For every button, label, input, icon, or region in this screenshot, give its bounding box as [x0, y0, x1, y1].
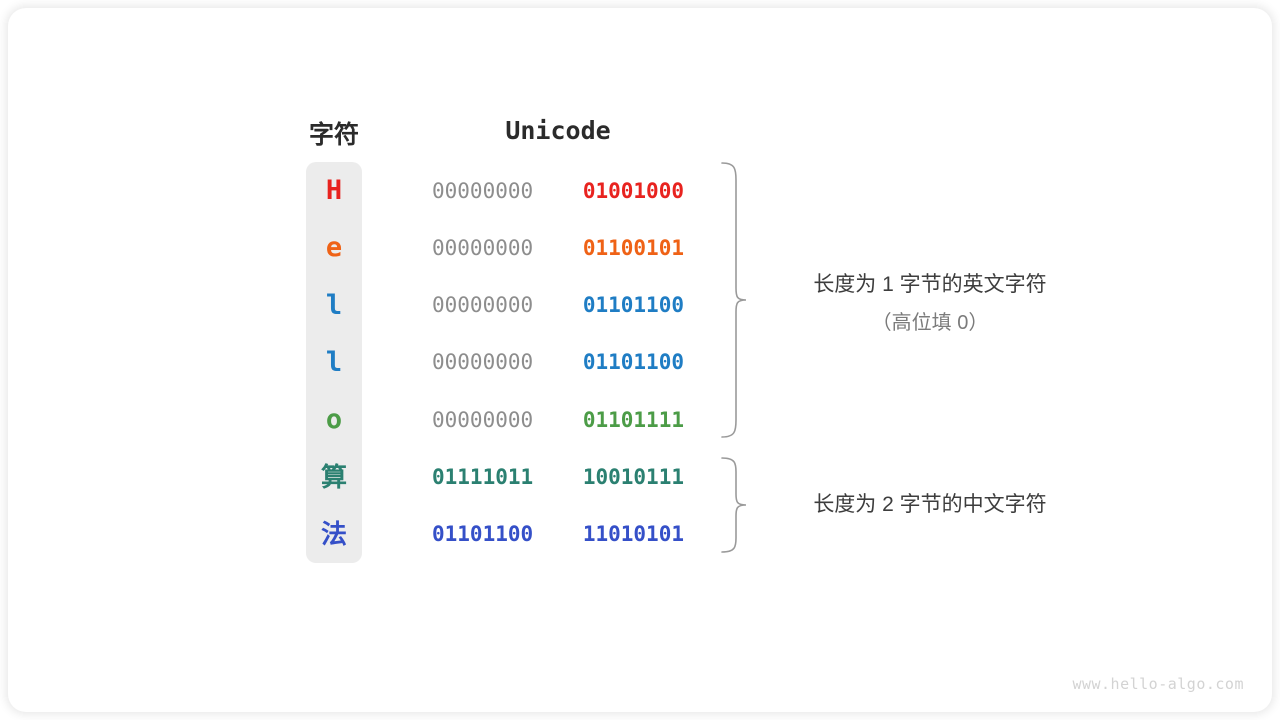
annotation-one-byte: 长度为 1 字节的英文字符 （高位填 0）: [760, 268, 1100, 335]
low-byte: 11010101: [582, 522, 684, 547]
low-byte: 01100101: [582, 235, 684, 260]
high-byte: 00000000: [432, 350, 534, 375]
low-byte: 01001000: [582, 178, 684, 203]
binary-row: 00000000 01100101: [432, 219, 684, 276]
annotation-one-byte-main: 长度为 1 字节的英文字符: [813, 273, 1047, 296]
annotation-two-byte: 长度为 2 字节的中文字符: [760, 488, 1100, 518]
character-column: [306, 162, 362, 563]
low-byte: 01101100: [582, 350, 684, 375]
character-cell: 算: [320, 462, 347, 492]
low-byte: 01101100: [582, 293, 684, 318]
character-cell: l: [325, 289, 343, 321]
annotation-one-byte-sub: （高位填 0）: [871, 312, 989, 334]
annotation-two-byte-main: 长度为 2 字节的中文字符: [813, 493, 1047, 516]
binary-row: 00000000 01101111: [432, 391, 684, 448]
binary-row: 01111011 10010111: [432, 449, 684, 506]
binary-row: 00000000 01101100: [432, 277, 684, 334]
character-cell: l: [325, 346, 343, 378]
high-byte: 00000000: [432, 178, 534, 203]
column-header-character: 字符: [308, 121, 359, 149]
grouping-braces: [721, 162, 747, 553]
content-card: [8, 8, 1272, 712]
column-header-unicode: Unicode: [505, 116, 611, 145]
high-byte: 00000000: [432, 293, 534, 318]
character-cell: e: [325, 232, 343, 264]
high-byte: 00000000: [432, 235, 534, 260]
character-cell: o: [325, 404, 343, 436]
watermark: www.hello-algo.com: [1072, 675, 1244, 693]
high-byte: 01101100: [432, 522, 534, 547]
low-byte: 10010111: [582, 465, 684, 489]
high-byte: 01111011: [432, 465, 534, 489]
binary-row: 00000000 01101100: [432, 334, 684, 391]
binary-row: 00000000 01001000: [432, 162, 684, 219]
low-byte: 01101111: [582, 407, 684, 432]
character-cell: H: [325, 175, 343, 206]
character-cell: 法: [320, 519, 347, 550]
high-byte: 00000000: [432, 407, 534, 432]
binary-row: 01101100 11010101: [432, 506, 684, 563]
